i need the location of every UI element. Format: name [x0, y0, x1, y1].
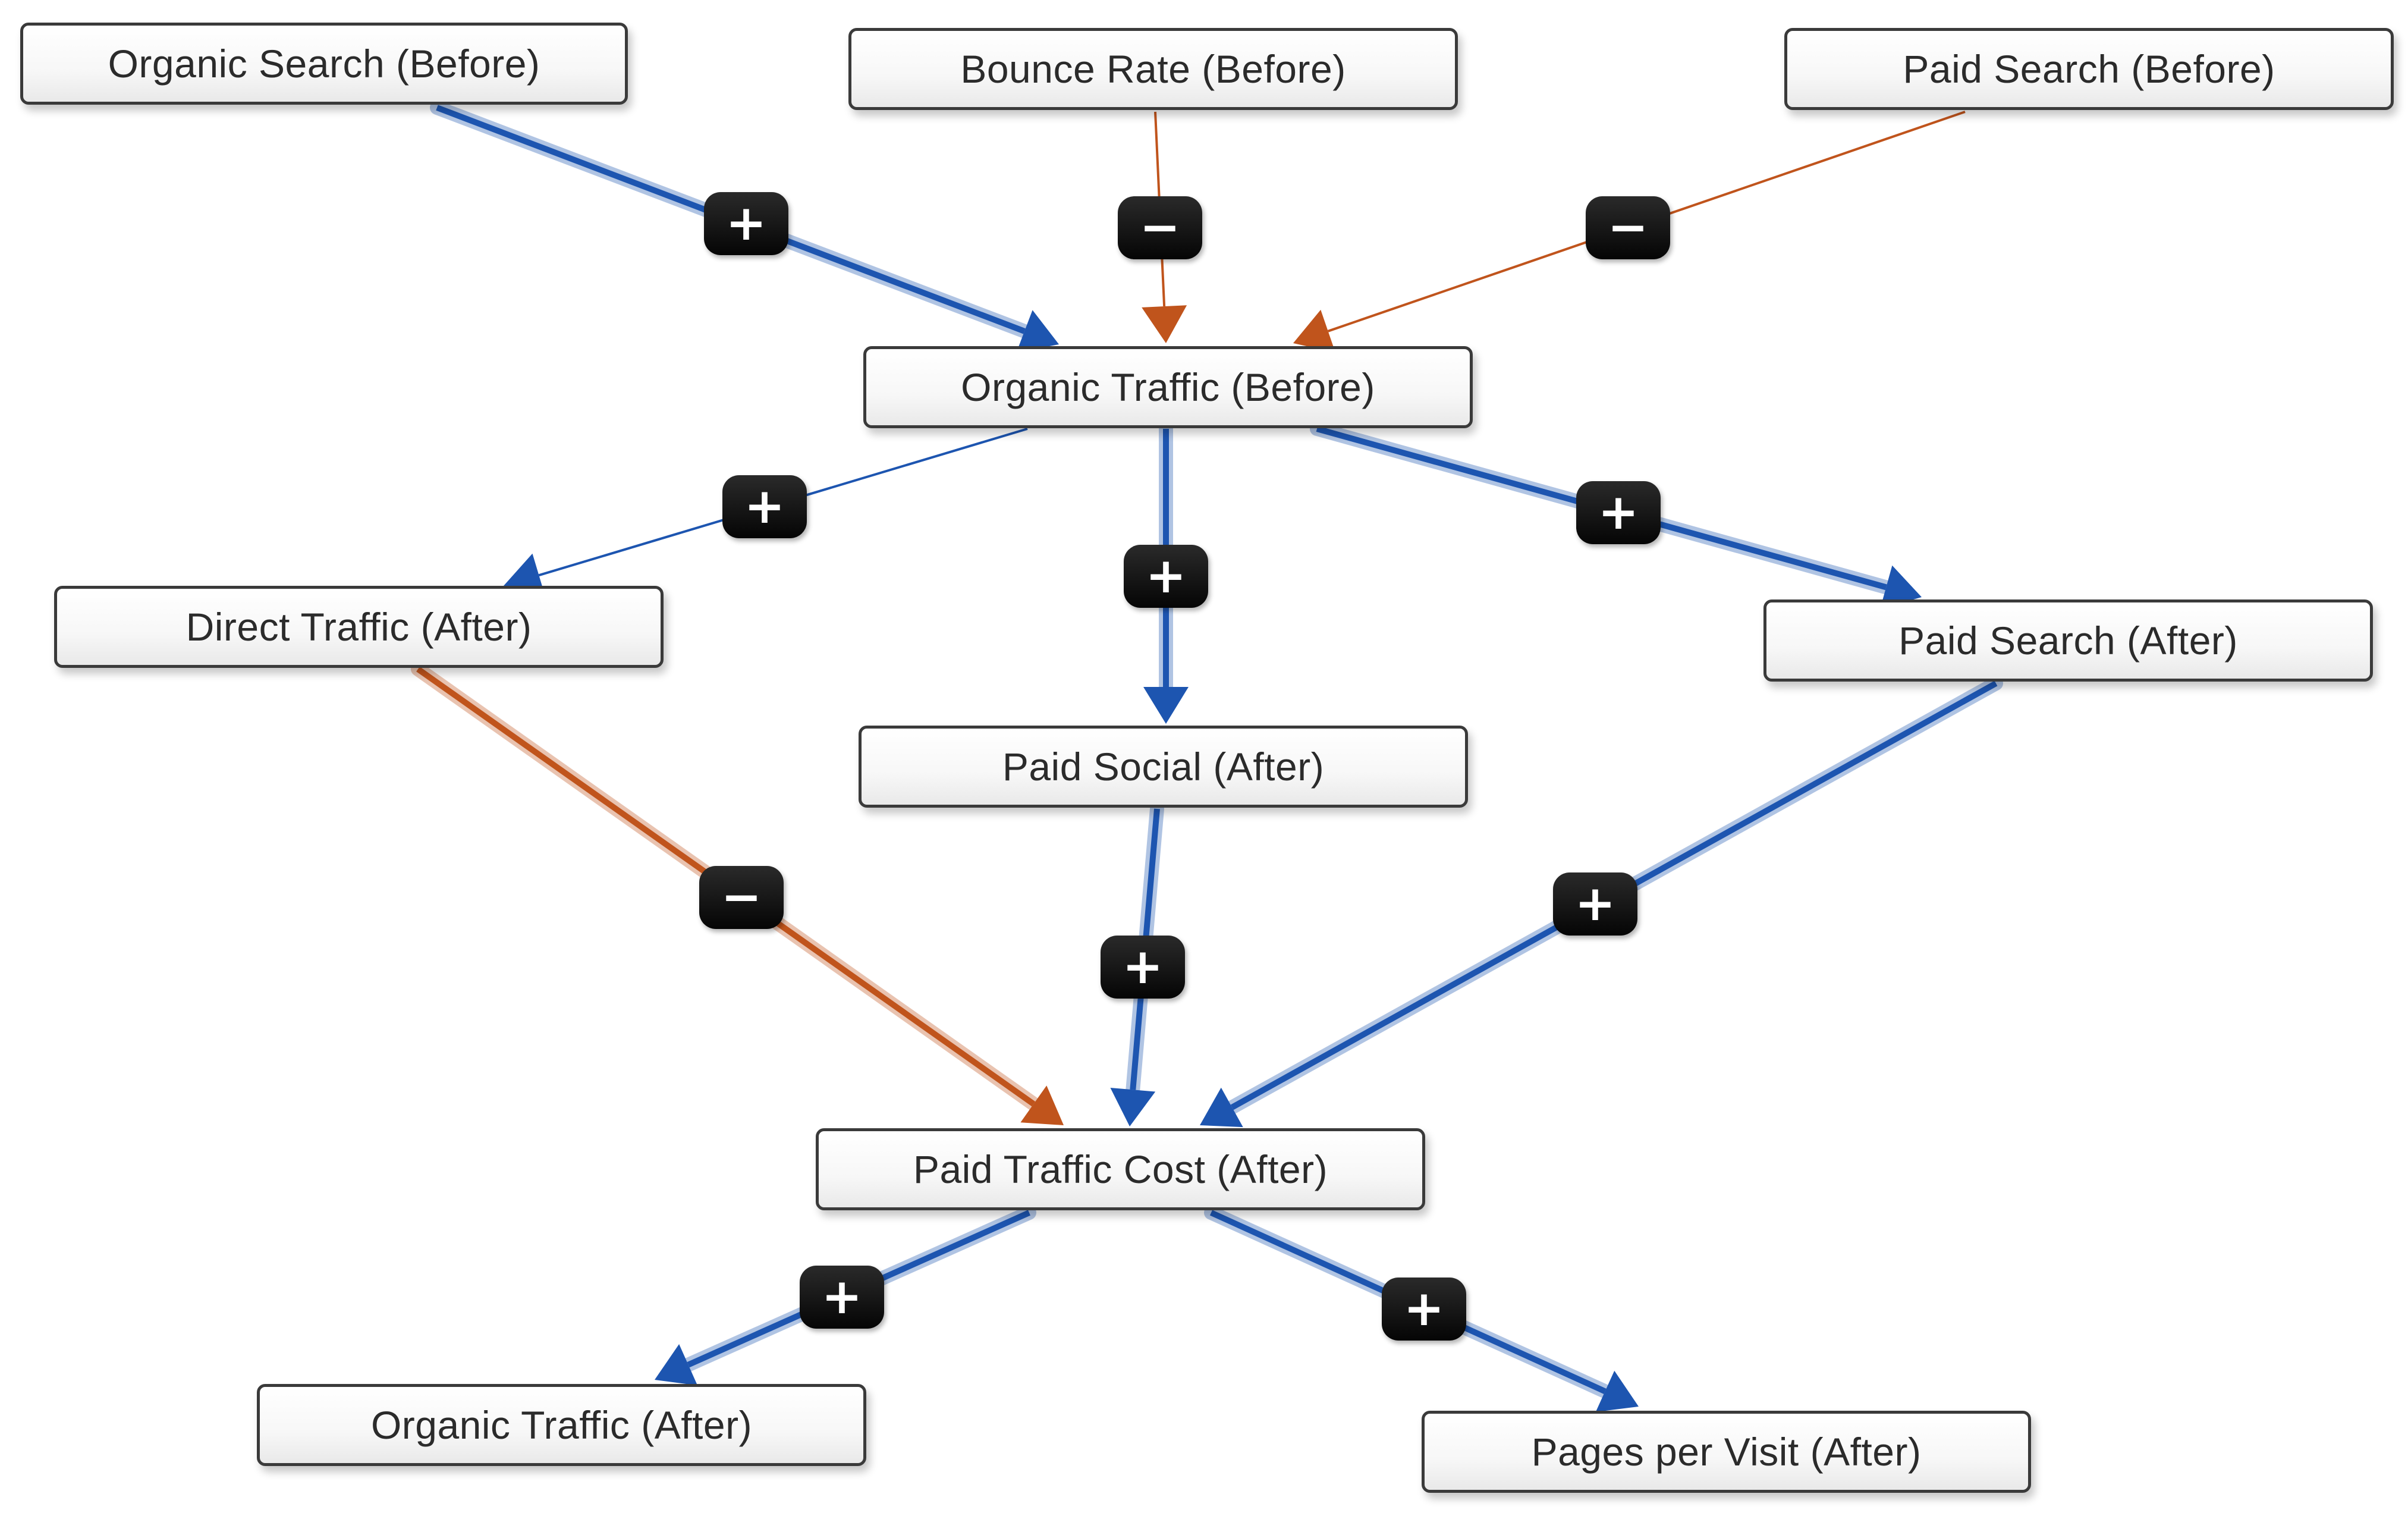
edge-sign-label: − [1139, 199, 1181, 256]
node-label: Paid Social (After) [1002, 745, 1325, 789]
node-paid-search-before[interactable]: Paid Search (Before) [1784, 28, 2394, 110]
edge-sign-label: + [744, 478, 785, 535]
node-label: Direct Traffic (After) [186, 605, 532, 649]
node-label: Organic Traffic (After) [370, 1403, 753, 1447]
edge-sign-label: + [1403, 1280, 1445, 1337]
edge-sign-label: + [1574, 875, 1616, 932]
arrowhead-icon [1200, 1087, 1243, 1128]
node-paid-traffic-cost-after[interactable]: Paid Traffic Cost (After) [816, 1128, 1425, 1210]
edge-sign-badge[interactable]: − [1118, 196, 1202, 259]
arrowhead-icon [1110, 1087, 1156, 1126]
node-label: Bounce Rate (Before) [960, 47, 1346, 91]
arrowhead-icon [1143, 687, 1189, 724]
node-organic-search-before[interactable]: Organic Search (Before) [20, 23, 628, 105]
edge-sign-badge[interactable]: − [1586, 196, 1670, 259]
node-organic-traffic-before[interactable]: Organic Traffic (Before) [863, 346, 1473, 428]
arrowhead-icon [1880, 565, 1922, 609]
edge-sign-badge[interactable]: + [1576, 481, 1661, 544]
node-label: Paid Search (After) [1898, 619, 2238, 663]
edge-sign-label: + [1122, 939, 1164, 995]
arrowhead-icon [1293, 309, 1335, 353]
node-paid-search-after[interactable]: Paid Search (After) [1763, 600, 2373, 682]
edge-sign-badge[interactable]: + [1124, 545, 1208, 608]
edge-sign-label: − [721, 869, 762, 925]
node-label: Paid Search (Before) [1903, 47, 2275, 91]
node-label: Paid Traffic Cost (After) [913, 1147, 1328, 1191]
edge-sign-label: + [725, 195, 767, 252]
node-organic-traffic-after[interactable]: Organic Traffic (After) [257, 1384, 866, 1466]
node-paid-social-after[interactable]: Paid Social (After) [859, 726, 1468, 808]
edge-sign-badge[interactable]: + [722, 475, 807, 538]
node-direct-traffic-after[interactable]: Direct Traffic (After) [54, 586, 664, 668]
node-label: Pages per Visit (After) [1531, 1430, 1922, 1474]
arrowhead-icon [1595, 1370, 1639, 1413]
node-label: Organic Traffic (Before) [961, 365, 1375, 409]
edge-sign-badge[interactable]: + [1382, 1278, 1466, 1341]
edge-sign-badge[interactable]: + [1101, 936, 1185, 999]
edge-sign-badge[interactable]: + [704, 192, 788, 255]
edge-sign-label: + [1598, 484, 1639, 541]
arrowhead-icon [1142, 305, 1187, 343]
node-bounce-rate-before[interactable]: Bounce Rate (Before) [848, 28, 1458, 110]
node-label: Organic Search (Before) [108, 42, 540, 86]
arrowhead-icon [1016, 310, 1059, 353]
arrowhead-icon [655, 1344, 698, 1386]
edge-sign-label: − [1607, 199, 1649, 256]
edge-sign-badge[interactable]: + [800, 1266, 884, 1329]
edge-sign-label: + [1145, 548, 1187, 604]
node-pages-per-visit-after[interactable]: Pages per Visit (After) [1422, 1411, 2031, 1493]
edge-sign-badge[interactable]: + [1553, 872, 1637, 936]
edge-sign-label: + [821, 1269, 863, 1325]
edge-sign-badge[interactable]: − [699, 866, 784, 929]
arrowhead-icon [1020, 1085, 1064, 1125]
